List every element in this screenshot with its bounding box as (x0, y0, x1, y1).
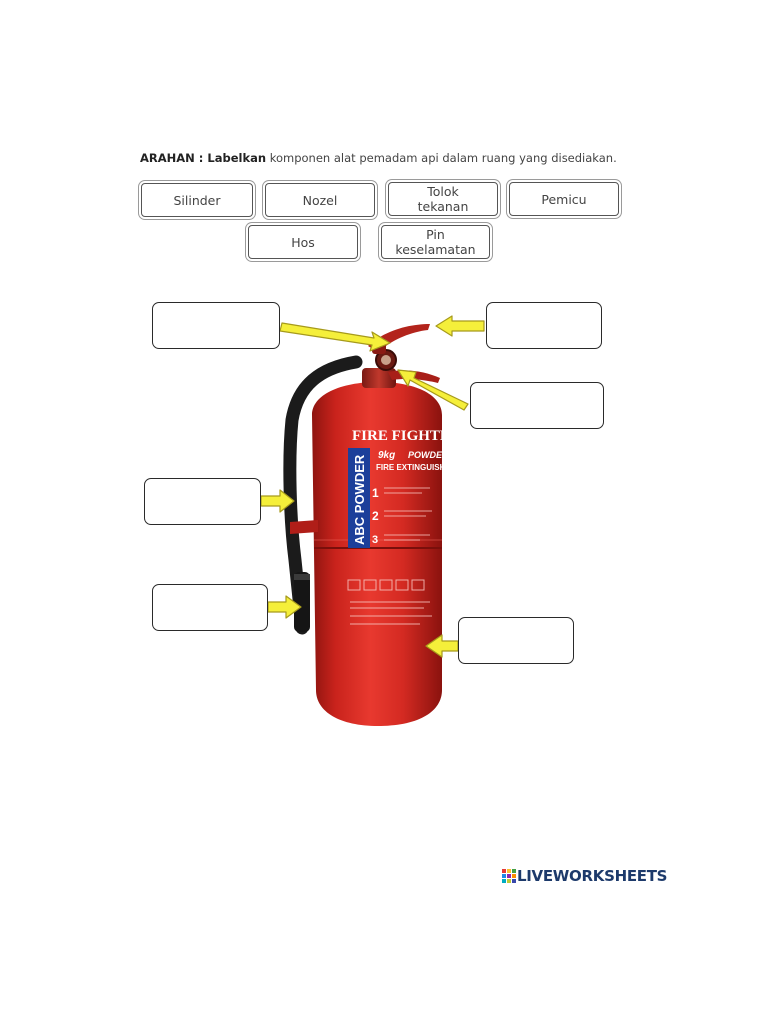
logo-mark-cell (502, 879, 506, 883)
logo-mark-cell (512, 879, 516, 883)
logo-mark-cell (502, 869, 506, 873)
step-3: 3 (372, 534, 378, 546)
answer-box-nozzle[interactable] (486, 302, 602, 349)
step-1: 1 (372, 486, 379, 500)
capacity-text: 9kg (378, 450, 395, 461)
arrow-top-left (280, 323, 390, 351)
brand-text: FIRE FIGHTER (352, 428, 461, 444)
logo-mark-cell (507, 874, 511, 878)
step-2: 2 (372, 509, 379, 523)
answer-box-hose-nozzle[interactable] (152, 584, 268, 631)
valve-shape (362, 368, 396, 388)
hose-nozzle-shape (294, 572, 310, 632)
capacity-suffix-text: POWDER (408, 450, 449, 460)
answer-box-gauge[interactable] (470, 382, 604, 429)
arrow-top-right (436, 316, 484, 336)
logo-mark-cell (512, 874, 516, 878)
logo-mark-icon (502, 869, 515, 883)
logo-mark-cell (507, 879, 511, 883)
logo-mark-cell (507, 869, 511, 873)
side-label-text: ABC POWDER (352, 454, 367, 545)
liveworksheets-logo[interactable]: LIVEWORKSHEETS (502, 867, 667, 885)
logo-text: LIVEWORKSHEETS (517, 867, 667, 885)
logo-mark-cell (512, 869, 516, 873)
answer-box-lever[interactable] (152, 302, 280, 349)
answer-box-hose[interactable] (144, 478, 261, 525)
subtitle-text: FIRE EXTINGUISHER (376, 463, 457, 472)
logo-mark-cell (502, 874, 506, 878)
answer-box-cylinder[interactable] (458, 617, 574, 664)
